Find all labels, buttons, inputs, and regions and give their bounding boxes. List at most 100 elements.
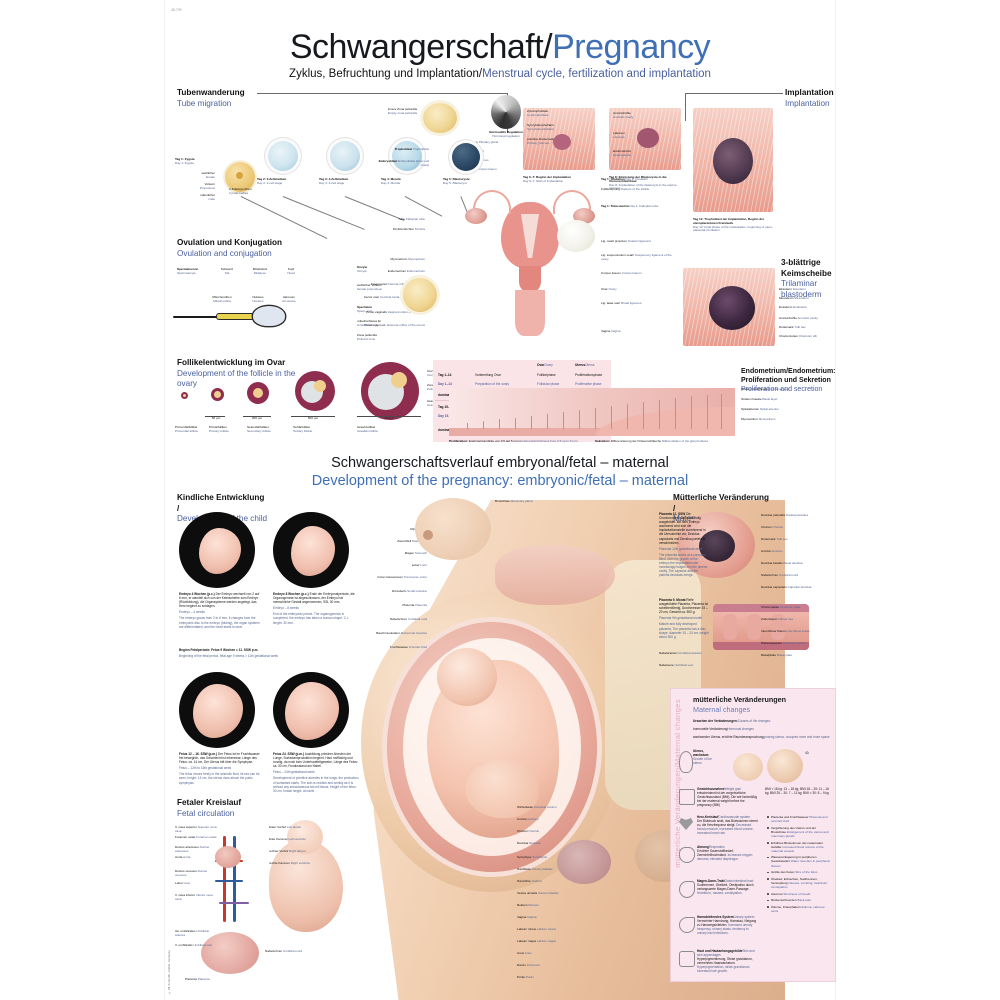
- urinary-body-de: Vermehrter Harndrang, Harnstau, Neigung …: [697, 919, 757, 928]
- stage-8w-body-en: End of the embryonic period. The organog…: [273, 612, 349, 625]
- bullet-5: Übelkeit, Erbrechen, Sodbrennen, Verstop…: [767, 877, 831, 889]
- follicle-name-2-de: Sekundärfollikel: [247, 425, 269, 429]
- endo-cap-prolif-de2: Endometriumdicke von 0,5 auf 5 mm: [468, 439, 519, 443]
- torso-r4-en: Symphysis: [532, 855, 547, 859]
- torso-left-7: Nabelschnur Umbilical cord: [365, 617, 427, 622]
- zygote-polar-bodies: 2-Polkörperchen 2 polar bodies: [229, 187, 263, 196]
- leader-4cell: [344, 196, 405, 221]
- cardio-body-de: Der Blutdruck sinkt, das Blutvolumen nim…: [697, 819, 758, 828]
- ovary-left: [465, 208, 487, 224]
- title-separator: /: [543, 28, 553, 66]
- circ-13-de: Nabelschnur: [265, 949, 283, 953]
- torso-l8-de: Bauchmuskulatur: [376, 631, 400, 635]
- heart-icon: [679, 818, 693, 830]
- tri-amnio-de: Amnionhöhle: [779, 316, 797, 320]
- torso-r3-en: Decidua: [529, 841, 541, 845]
- tri-ecto-de: Ektoderm: [779, 287, 793, 291]
- tri-label-endo: Entoderm Endoderm: [779, 305, 835, 310]
- empty-zona-pellucida: [423, 103, 457, 133]
- torso-r1-en: Amnion: [528, 817, 539, 821]
- placenta-9m-diagram: [713, 604, 809, 650]
- cycle-row0-prep-de: Vorbereitung Ovar: [475, 373, 531, 377]
- circ-14-de: Plazenta: [185, 977, 197, 981]
- circ-1-en: Foramen ovale: [196, 835, 217, 839]
- uterus-icon: [679, 751, 693, 773]
- endo-head-de: Endometrium/Endometrium:: [741, 368, 836, 375]
- placenta-9m-title-en: Placenta 9th gestational month: [659, 616, 703, 621]
- placenta-9m-body-en: Mature and fully developed placenta. The…: [659, 622, 709, 639]
- panel2-title-de: Schwangerschaftsverlauf embryonal/fetal …: [331, 455, 669, 471]
- cycle-row0-ovar-de-val: Follikelphase: [537, 373, 556, 377]
- torso-right-1: Amnion Amnion: [517, 817, 575, 822]
- fetus-24w-figure: [285, 682, 339, 740]
- sperm-head-de: Kopf: [287, 267, 295, 271]
- torso-right-7: Vesica urinaria Uterine bladder: [517, 891, 575, 896]
- fallopian-tube-left: [473, 190, 511, 214]
- torso-left-8: Bauchmuskulatur Abdominal muscles: [365, 631, 427, 636]
- bullet-3-en: Water retention in peripheral tissues: [771, 859, 830, 868]
- basal-plate: [713, 642, 809, 650]
- mat-9-de: Intervillöser Raum: [761, 629, 786, 633]
- trophoblast-de: Trophoblast: [394, 147, 413, 151]
- uterus-ostium-en: External orifice of the uterus: [387, 323, 425, 327]
- follicle-name-2: Sekundärfollikel Secondary follicle: [247, 425, 289, 434]
- venous-branch-1: [215, 880, 243, 883]
- torso-l1-de: Zwerchfell: [397, 539, 412, 543]
- uterus-lig-latae-de: Lig. latae uteri: [601, 301, 621, 305]
- circ-5-en: Left ventricle: [288, 837, 306, 841]
- follicle-size-3: 500 µm: [289, 416, 337, 421]
- row-respiration: AtmungRespiration Erhöhter Sauerstoffbed…: [697, 845, 759, 861]
- follicle-size-2-val: 200 µm: [251, 416, 263, 420]
- tri-yolk-en: Yolk sac: [794, 325, 806, 329]
- row-gi: Magen-Darm-TraktGastrointestinal tract S…: [697, 879, 759, 895]
- placenta-12w-embryo: [699, 530, 735, 562]
- stage-2cell-de: Tag 2: 2-Zellstadium: [257, 177, 287, 181]
- gi-body-en: Heartburn, nausea, constipation.: [697, 891, 743, 896]
- oocyte-sperm: Spermium Sperm cell: [357, 305, 399, 314]
- section-trilaminar: 3-blättrige Keimscheibe Trilaminar blast…: [781, 258, 841, 300]
- causes-de: Ursachen der Veränderungen:: [693, 719, 738, 723]
- uterus-lig-ovarii-en: Ovarian ligament: [627, 239, 651, 243]
- bullet-8: Ödeme, Krampfadern Edema, varicose veins: [767, 905, 831, 913]
- torso-left-9: Fruchtwasser Amniotic fluid: [365, 645, 427, 650]
- trilaminar-en: Trilaminar blastoderm: [781, 279, 822, 299]
- circ-8-en: Ductus venosus: [175, 869, 208, 877]
- sperm-mid-en: Midpiece: [253, 270, 267, 275]
- mat-3-de: Amnion: [761, 549, 772, 553]
- bullet-3: Wassereinlagerung in peripheren Gewebete…: [767, 855, 831, 868]
- follicle-cluster: [557, 220, 595, 252]
- mat-label-10: Plazentasepten Placental septum: [761, 641, 821, 646]
- mat-0-de: Decidua parietalis: [761, 513, 786, 517]
- zygote-part-pronucleus: Vorkern Pronucleus: [175, 182, 215, 191]
- torso-right-13: Damm Perineum: [517, 963, 575, 968]
- torso-right-0: Wirbelsäule Vertebral column: [517, 805, 575, 810]
- embryo-circle-4w: [179, 512, 255, 588]
- endo-cap-secr-en: Differentiation of the gland tubules: [661, 439, 709, 443]
- bullet-6-de: Atemnot: [771, 891, 783, 896]
- cause-1-en: Hormonal changes: [727, 727, 754, 731]
- row-cardio: Herz-KreislaufCardiovascular system Der …: [697, 815, 759, 835]
- impl-amnio-de: Amnionhöhle: [613, 111, 631, 115]
- circ-label-0: V. cava superior Superior vena cava: [175, 825, 219, 834]
- torso-left-3: Leber Liver: [371, 563, 427, 568]
- mat-label-11: Basalplatte Basal plate: [761, 653, 821, 658]
- vagina: [515, 290, 545, 336]
- zygote-female-de: weiblicher: [201, 171, 215, 175]
- mat-8-en: Villous tree: [778, 617, 794, 621]
- endo-label-spiral: Spiralarterien Spiral arteries: [741, 407, 811, 412]
- stage-4w-title-en: Embryo – 4 weeks: [179, 610, 205, 615]
- endo-cap-secr-de2: Differenzierung der Drüsenschläuche: [610, 439, 662, 443]
- stage-label-morula: Tag 4: Morula Day 4: Morula: [381, 177, 429, 186]
- fetal-body-circulation: [269, 840, 343, 932]
- week-40: 40.: [805, 751, 810, 755]
- impl-endo-de: Endometrium: [613, 149, 632, 153]
- uterus-cervix-en: Cervical canal, neck of the uterus: [379, 295, 425, 299]
- cycle-row0-ovar-en: Follicular phase: [537, 382, 573, 386]
- cardio-title-de: Herz-Kreislauf: [697, 815, 719, 819]
- bullet-5-de: Übelkeit, Erbrechen, Sodbrennen, Verstop…: [771, 876, 818, 885]
- leader-2cell: [282, 196, 365, 230]
- torso-right-6: Harnröhre Urethra: [517, 879, 575, 884]
- zygote-part-male: männlicher male: [175, 193, 215, 202]
- follicle-name-4-de: Graaf-Follikel: [357, 425, 376, 429]
- fetal-circ-de: Fetaler Kreislauf: [177, 798, 242, 807]
